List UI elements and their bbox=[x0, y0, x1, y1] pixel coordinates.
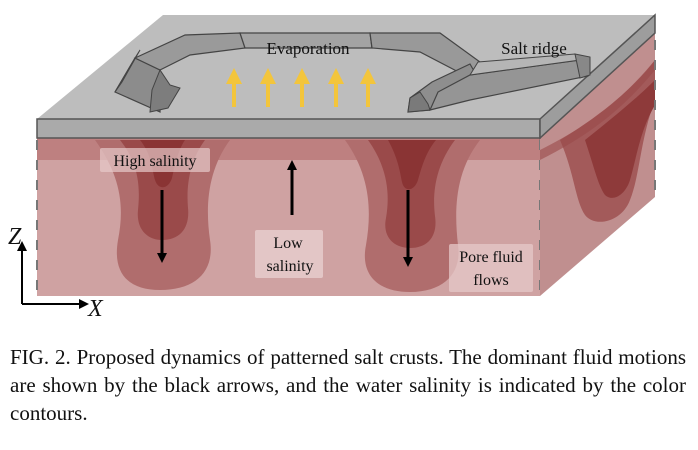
axes-indicator bbox=[17, 241, 89, 309]
evaporation-arrow bbox=[226, 68, 242, 107]
fluid-flow-arrows bbox=[157, 160, 413, 267]
salt-ridge bbox=[114, 32, 591, 113]
high-salinity-label: High salinity bbox=[113, 153, 196, 170]
evaporation-arrow bbox=[260, 68, 276, 107]
evaporation-arrow bbox=[294, 68, 310, 107]
evaporation-label: Evaporation bbox=[266, 39, 350, 58]
evaporation-arrow bbox=[360, 68, 376, 107]
salt-ridge-label: Salt ridge bbox=[501, 39, 567, 58]
evaporation-arrows bbox=[226, 68, 376, 107]
pore-fluid-label-line2: flows bbox=[473, 272, 509, 289]
evaporation-arrow bbox=[328, 68, 344, 107]
x-axis-label: X bbox=[87, 296, 104, 322]
z-axis-label: Z bbox=[8, 224, 22, 250]
low-salinity-label-line2: salinity bbox=[266, 258, 313, 275]
soil-side-face bbox=[540, 33, 656, 296]
pore-fluid-label-line1: Pore fluid bbox=[459, 249, 523, 266]
figure-caption: FIG. 2. Proposed dynamics of patterned s… bbox=[10, 345, 686, 425]
salt-crust-diagram: Evaporation Salt ridge High salinity Low… bbox=[8, 13, 656, 322]
saline-plume-2 bbox=[345, 140, 480, 292]
low-salinity-label-line1: Low bbox=[273, 235, 303, 252]
